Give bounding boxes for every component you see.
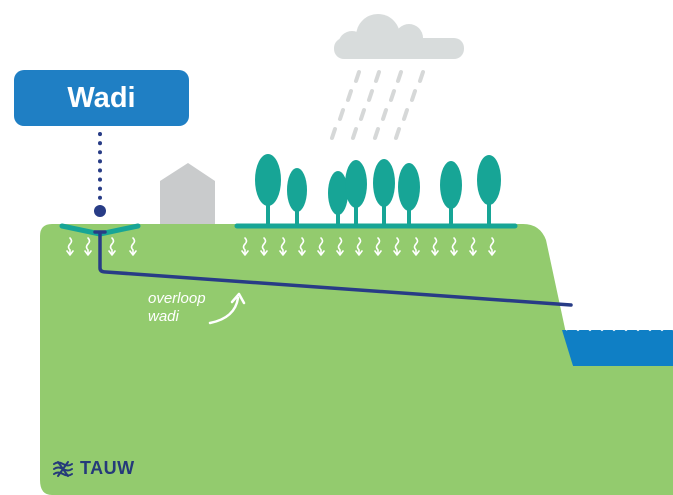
infiltration-arrow — [298, 237, 306, 256]
overflow-label-line2: wadi — [148, 308, 179, 325]
tree — [398, 163, 420, 226]
water-body — [562, 330, 673, 366]
wadi-title-box: Wadi — [14, 70, 189, 126]
overflow-label-line1: overloop — [148, 290, 206, 307]
rain-drop — [330, 127, 337, 140]
rain-drop — [410, 89, 417, 102]
overflow-label: overloop wadi — [148, 290, 206, 326]
tree — [255, 154, 281, 226]
infiltration-arrow — [108, 237, 116, 256]
infiltration-arrow — [412, 237, 420, 256]
tauw-brand: TAUW — [52, 458, 135, 479]
overflow-arrow-icon — [208, 296, 240, 325]
tree-crown — [398, 163, 420, 211]
infiltration-arrows — [66, 237, 496, 256]
infiltration-arrow — [84, 237, 92, 256]
tree — [345, 160, 367, 226]
tree — [373, 159, 395, 226]
tree — [440, 161, 462, 226]
infiltration-arrow — [336, 237, 344, 256]
infiltration-arrow — [469, 237, 477, 256]
tree — [287, 168, 307, 226]
infiltration-arrow — [374, 237, 382, 256]
rain-drop — [396, 70, 403, 83]
house — [160, 163, 215, 226]
tree-crown — [477, 155, 501, 205]
infiltration-arrow — [355, 237, 363, 256]
wadi-title: Wadi — [67, 81, 136, 114]
leader-dot — [94, 205, 106, 217]
rain-drop — [367, 89, 374, 102]
rain-drop — [418, 70, 425, 83]
infiltration-arrow — [393, 237, 401, 256]
rain-drop — [373, 127, 380, 140]
rain-drop — [402, 108, 409, 121]
infiltration-arrow — [129, 237, 137, 256]
infiltration-arrow — [431, 237, 439, 256]
tree-crown — [328, 171, 348, 215]
tauw-logo-icon — [53, 460, 73, 477]
rain-drop — [338, 108, 345, 121]
brand-name: TAUW — [80, 458, 135, 478]
rain-drop — [381, 108, 388, 121]
tree-crown — [440, 161, 462, 209]
rain-drop — [359, 108, 366, 121]
infiltration-arrow — [260, 237, 268, 256]
tree-crown — [255, 154, 281, 206]
tree — [328, 171, 348, 226]
rain-drop — [374, 70, 381, 83]
overflow-pipe — [93, 230, 573, 307]
rain-drop — [394, 127, 401, 140]
tree-crown — [373, 159, 395, 207]
tree — [477, 155, 501, 226]
rain-drops — [330, 70, 425, 140]
rain-cloud — [334, 14, 464, 59]
water-ripples — [565, 323, 673, 332]
overflow-arrow-head — [230, 292, 246, 305]
tree-crown — [345, 160, 367, 208]
infiltration-arrow — [450, 237, 458, 256]
infiltration-arrow — [279, 237, 287, 256]
infiltration-arrow — [317, 237, 325, 256]
infiltration-arrow — [241, 237, 249, 256]
tree-row — [255, 154, 501, 226]
tree-crown — [287, 168, 307, 212]
infiltration-arrow — [66, 237, 74, 256]
rain-drop — [354, 70, 361, 83]
infiltration-arrow — [488, 237, 496, 256]
rain-drop — [389, 89, 396, 102]
rain-drop — [351, 127, 358, 140]
rain-drop — [346, 89, 353, 102]
ground — [40, 224, 673, 495]
